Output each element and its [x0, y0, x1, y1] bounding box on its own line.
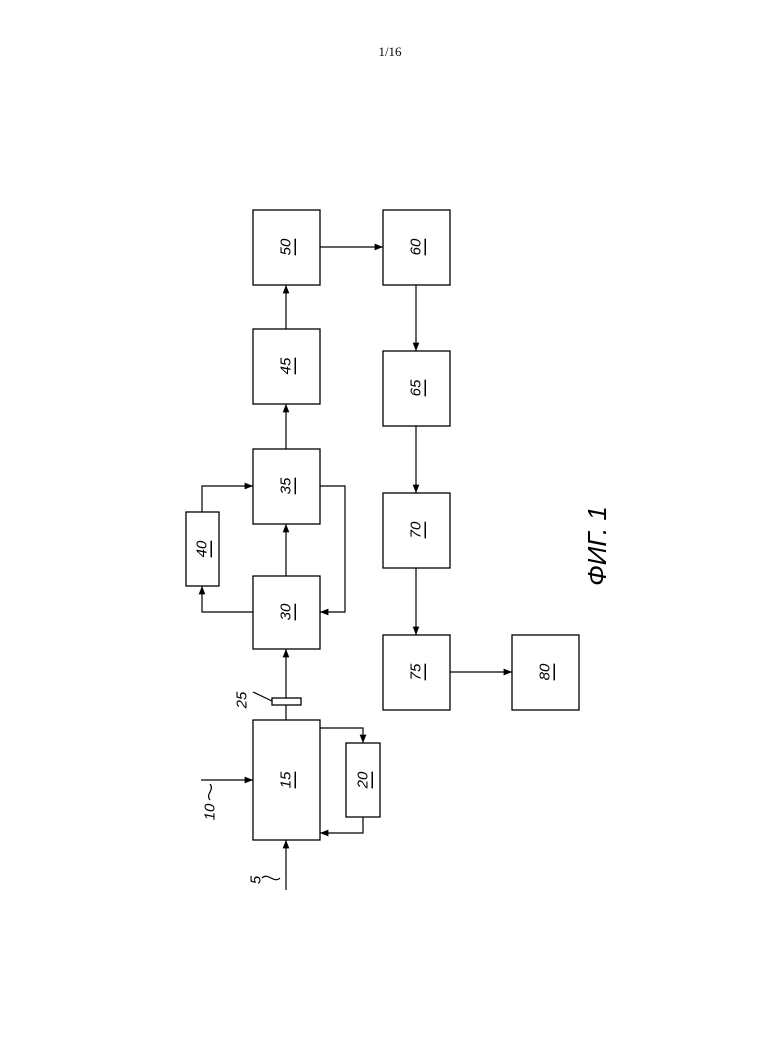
- label-30: 30: [278, 603, 295, 620]
- label-70: 70: [408, 521, 425, 538]
- label-75: 75: [408, 663, 425, 680]
- label-40: 40: [194, 540, 211, 557]
- label-50: 50: [278, 238, 295, 255]
- arrow-35-to-30: [320, 486, 345, 612]
- arrow-15-to-20: [320, 728, 363, 743]
- arrow-40-to-35: [202, 486, 253, 512]
- label-65: 65: [408, 379, 425, 396]
- leader-10: [209, 784, 212, 800]
- ref-25: 25: [234, 691, 251, 709]
- label-80: 80: [537, 663, 554, 680]
- label-15: 15: [278, 771, 295, 788]
- label-45: 45: [278, 357, 295, 374]
- ref-10: 10: [202, 803, 219, 820]
- ref-5: 5: [248, 875, 265, 884]
- figure-caption: ФИГ. 1: [582, 506, 612, 586]
- label-60: 60: [408, 238, 425, 255]
- leader-5: [262, 876, 280, 879]
- arrow-30-to-40: [202, 586, 253, 612]
- element-25: [272, 698, 301, 705]
- arrow-20-to-15: [320, 817, 363, 833]
- label-35: 35: [278, 477, 295, 494]
- leader-25: [253, 692, 272, 701]
- label-20: 20: [355, 771, 372, 789]
